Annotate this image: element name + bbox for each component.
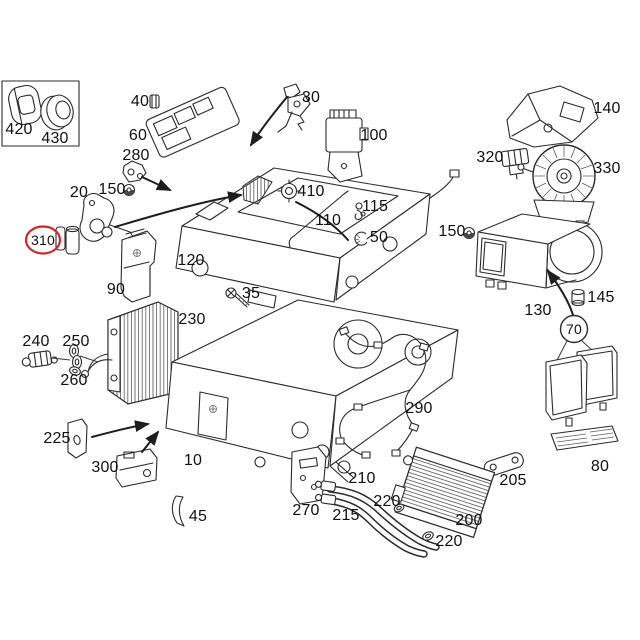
part-230-evaporator — [80, 301, 179, 405]
part-430-grommet — [40, 94, 74, 131]
part-330-blower-motor — [517, 144, 596, 237]
part-label-300: 300 — [91, 459, 119, 476]
part-110-rod — [288, 190, 349, 248]
highlight-ellipse-310 — [24, 225, 62, 255]
part-30-lever-assembly — [277, 83, 311, 133]
part-420-430-kit-box — [1, 80, 80, 147]
part-140-intake-hood — [506, 85, 599, 148]
part-115-clip — [354, 202, 366, 221]
part-260-seal — [69, 366, 81, 376]
part-60-cover-frame — [145, 86, 240, 158]
part-label-130: 130 — [524, 302, 552, 319]
part-320-regulator — [500, 147, 530, 180]
part-label-100: 100 — [360, 127, 388, 144]
part-label-120: 120 — [177, 252, 205, 269]
part-150-grommet-left — [122, 183, 136, 197]
part-250-seals — [68, 343, 83, 370]
part-40-clip — [149, 94, 160, 109]
part-label-270: 270 — [292, 502, 320, 519]
part-label-90: 90 — [106, 281, 126, 298]
part-label-210: 210 — [348, 470, 376, 487]
part-label-225: 225 — [43, 430, 71, 447]
part-label-410: 410 — [297, 183, 325, 200]
part-label-215: 215 — [332, 507, 360, 524]
part-300-bracket — [115, 448, 158, 488]
part-label-320: 320 — [476, 149, 504, 166]
part-label-140: 140 — [593, 100, 621, 117]
part-80-filters — [545, 345, 619, 451]
part-label-250: 250 — [62, 333, 90, 350]
part-50-clip — [354, 231, 368, 246]
part-label-10: 10 — [183, 452, 203, 469]
callout-70-circle — [553, 314, 594, 367]
part-240-valve — [21, 350, 58, 368]
part-label-430: 430 — [41, 130, 69, 147]
part-label-150-right: 150 — [438, 223, 466, 240]
part-20-actuator — [79, 193, 135, 242]
part-label-115: 115 — [361, 198, 389, 215]
part-label-420: 420 — [5, 121, 33, 138]
part-130-blower-housing — [475, 213, 603, 290]
part-label-50: 50 — [369, 229, 389, 246]
part-label-205: 205 — [499, 472, 527, 489]
part-label-220-upper: 220 — [373, 493, 401, 510]
part-label-290: 290 — [405, 400, 433, 417]
part-150-grommet-right — [462, 226, 476, 240]
part-label-240: 240 — [22, 333, 50, 350]
part-210-215-pipes — [314, 480, 440, 558]
part-label-220-lower: 220 — [435, 533, 463, 550]
part-label-230: 230 — [178, 311, 206, 328]
part-label-280: 280 — [122, 147, 150, 164]
part-145-bushing — [571, 288, 585, 307]
leader-240-250 — [51, 355, 99, 363]
part-label-110: 110 — [314, 212, 342, 229]
part-225-plate — [67, 418, 88, 459]
part-420-grommet — [8, 84, 42, 126]
part-label-45: 45 — [188, 508, 208, 525]
part-label-145: 145 — [587, 289, 615, 306]
part-label-70-circled: 70 — [566, 321, 582, 337]
part-35-screw — [225, 287, 250, 308]
part-label-35: 35 — [241, 285, 261, 302]
part-label-40: 40 — [130, 93, 150, 110]
part-label-150-left: 150 — [98, 181, 126, 198]
leader-arrows — [91, 96, 574, 453]
part-290-wiring-harness — [335, 326, 430, 459]
part-label-60: 60 — [128, 127, 148, 144]
part-220-seal-upper — [393, 503, 405, 513]
part-label-200: 200 — [455, 512, 483, 529]
part-200-heater-core — [390, 446, 496, 539]
part-410-grommet — [277, 179, 301, 203]
part-45-clip — [171, 495, 185, 527]
part-label-330: 330 — [593, 160, 621, 177]
part-120-upper-housing — [175, 167, 460, 309]
part-280-bracket — [122, 160, 147, 183]
part-label-30: 30 — [301, 89, 321, 106]
part-220-seal-lower — [422, 531, 434, 541]
part-label-310-highlighted: 310 — [31, 232, 55, 248]
part-90-duct — [120, 228, 157, 303]
part-100-control-module — [325, 109, 369, 183]
part-label-20: 20 — [69, 184, 89, 201]
part-label-260: 260 — [60, 372, 88, 389]
part-label-80: 80 — [590, 458, 610, 475]
